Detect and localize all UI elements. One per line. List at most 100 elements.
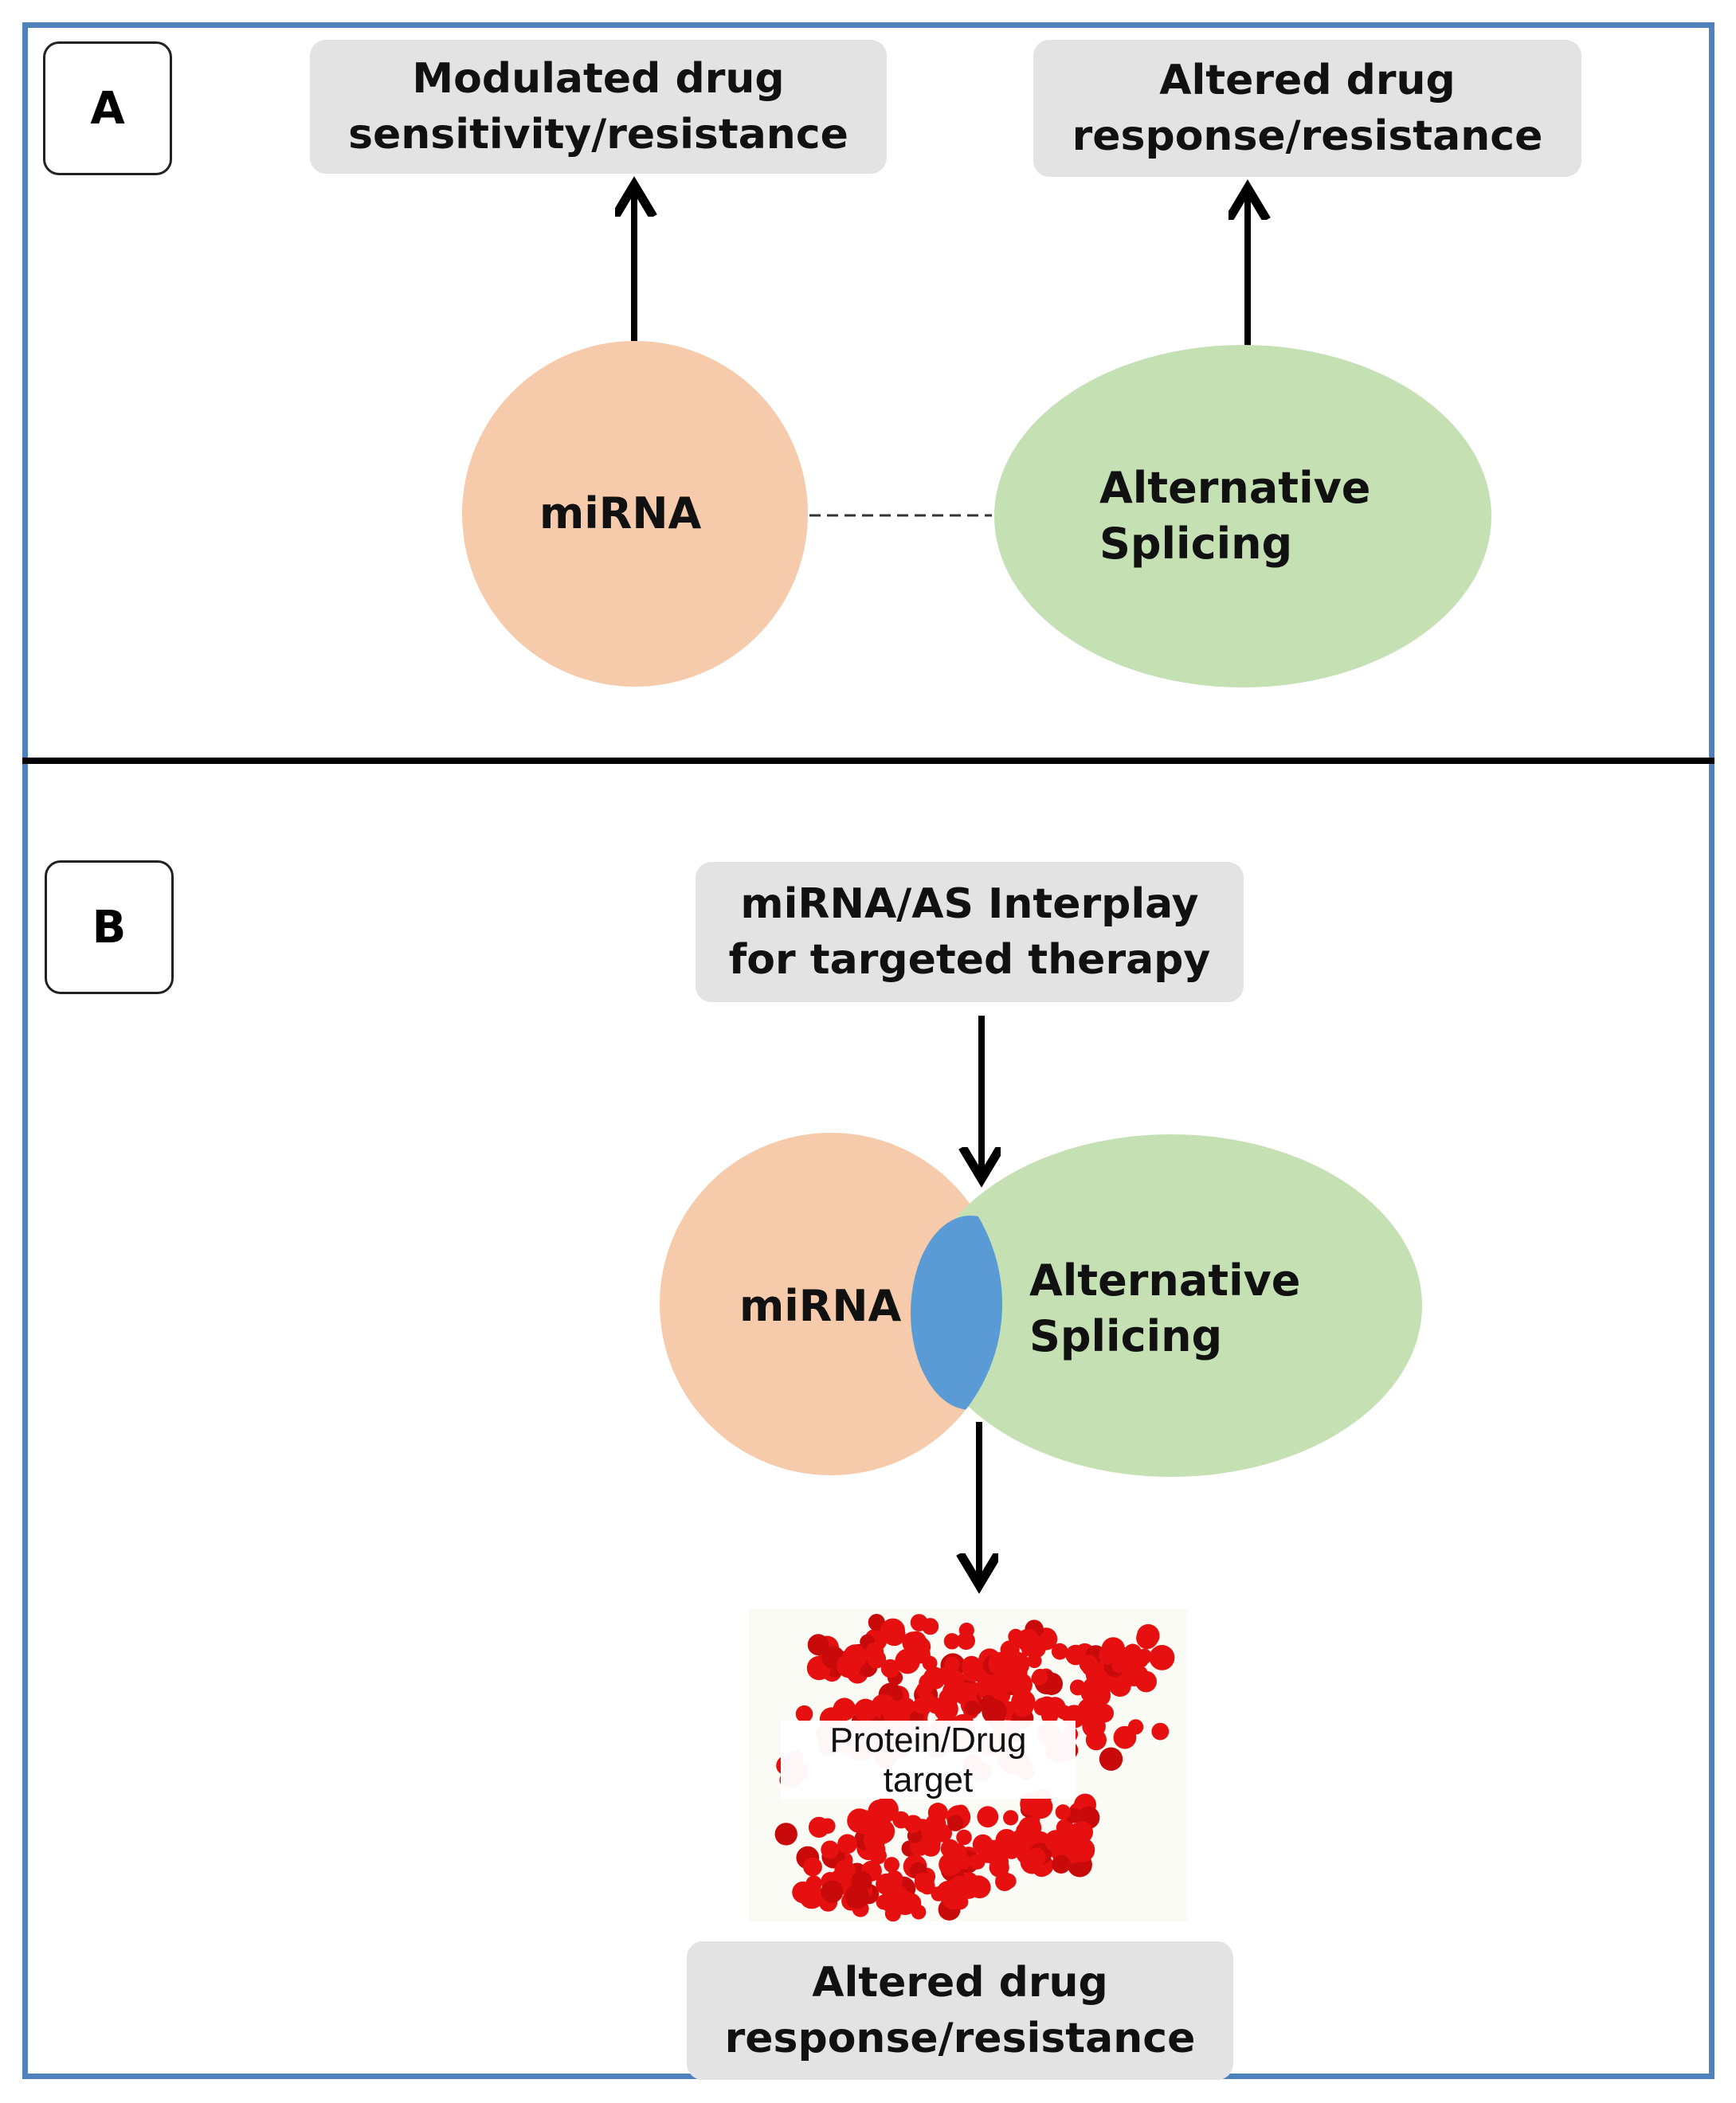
altered-drug-box-b: Altered drug response/resistance — [687, 1941, 1233, 2080]
protein-atom — [962, 1655, 982, 1676]
protein-atom — [884, 1857, 899, 1873]
protein-atom — [912, 1698, 929, 1714]
altered-drug-text-b: Altered drug response/resistance — [724, 1959, 1196, 2062]
protein-atom — [868, 1799, 892, 1824]
protein-atom — [1044, 1830, 1068, 1853]
protein-atom — [844, 1884, 870, 1909]
protein-atom — [821, 1880, 844, 1903]
protein-atom — [1011, 1695, 1034, 1717]
altered-drug-text-a: Altered drug response/resistance — [1072, 57, 1543, 160]
protein-atom — [902, 1631, 924, 1654]
altered-drug-box-a: Altered drug response/resistance — [1033, 40, 1581, 177]
protein-target-label: Protein/Drug target — [781, 1721, 1076, 1799]
protein-atom — [807, 1634, 829, 1656]
mirna-label-a: miRNA — [539, 488, 702, 538]
protein-atom — [989, 1857, 1009, 1878]
protein-atom — [1085, 1662, 1111, 1687]
protein-atom — [922, 1655, 938, 1671]
protein-atom — [964, 1700, 980, 1716]
protein-atom — [1003, 1810, 1019, 1826]
splicing-label-a: Alternative Splicing — [1099, 463, 1371, 569]
protein-atom — [1070, 1837, 1095, 1862]
interplay-box: miRNA/AS Interplay for targeted therapy — [696, 862, 1244, 1002]
protein-atom — [1029, 1795, 1053, 1819]
protein-atom — [882, 1700, 907, 1725]
panel-b-label: B — [45, 860, 174, 994]
protein-atom — [837, 1653, 861, 1678]
protein-atom — [956, 1829, 972, 1846]
protein-atom — [925, 1813, 946, 1835]
protein-atom — [1080, 1698, 1104, 1721]
splicing-ellipse-a — [994, 345, 1491, 687]
protein-atom — [947, 1815, 964, 1831]
protein-atom — [895, 1648, 920, 1674]
panel-divider — [22, 758, 1714, 764]
protein-atom — [821, 1840, 840, 1859]
protein-atom — [1001, 1873, 1017, 1890]
protein-atom — [837, 1834, 857, 1854]
protein-atom — [911, 1905, 927, 1920]
panel-a-label: A — [43, 41, 172, 175]
protein-atom — [1016, 1822, 1034, 1840]
protein-atom — [921, 1838, 941, 1857]
modulated-drug-box: Modulated drug sensitivity/resistance — [310, 40, 887, 174]
protein-atom — [955, 1854, 971, 1870]
protein-atom — [1149, 1645, 1175, 1670]
protein-atom — [914, 1873, 930, 1888]
protein-atom — [942, 1888, 964, 1910]
protein-atom — [1140, 1627, 1160, 1647]
protein-atom — [1055, 1804, 1072, 1820]
protein-atom — [1136, 1648, 1153, 1664]
protein-atom — [797, 1887, 815, 1905]
protein-atom — [915, 1682, 932, 1698]
protein-atom — [1071, 1821, 1093, 1844]
protein-atom — [1151, 1722, 1170, 1741]
protein-atom — [867, 1831, 886, 1850]
protein-atom — [795, 1705, 813, 1723]
protein-atom — [922, 1618, 939, 1635]
protein-atom — [1010, 1678, 1032, 1698]
modulated-drug-text: Modulated drug sensitivity/resistance — [348, 55, 848, 159]
protein-atom — [942, 1669, 964, 1690]
protein-atom — [1033, 1700, 1050, 1716]
protein-atom — [982, 1698, 1007, 1725]
protein-atom — [865, 1642, 884, 1661]
protein-atom — [1111, 1658, 1127, 1674]
splicing-label-b: Alternative Splicing — [1029, 1255, 1301, 1361]
protein-atom — [977, 1806, 999, 1828]
protein-atom — [892, 1811, 910, 1829]
protein-atom — [889, 1885, 908, 1904]
protein-atom — [868, 1614, 885, 1631]
protein-atom — [1051, 1643, 1068, 1660]
protein-atom — [968, 1876, 991, 1899]
interplay-text: miRNA/AS Interplay for targeted therapy — [728, 880, 1211, 984]
protein-atom — [820, 1818, 836, 1835]
protein-atom — [1005, 1651, 1030, 1675]
protein-atom — [1032, 1668, 1048, 1685]
protein-atom — [833, 1698, 856, 1721]
protein-atom — [854, 1698, 877, 1722]
protein-atom — [883, 1623, 906, 1647]
protein-atom — [958, 1623, 974, 1639]
protein-atom — [934, 1697, 958, 1721]
protein-atom — [943, 1633, 961, 1650]
protein-atom — [880, 1659, 900, 1678]
protein-atom — [1056, 1705, 1072, 1720]
mirna-circle-a — [462, 341, 808, 687]
protein-atom — [803, 1857, 822, 1877]
protein-atom — [774, 1823, 797, 1846]
protein-atom — [1052, 1854, 1071, 1874]
splicing-ellipse-b — [920, 1134, 1422, 1477]
mirna-circle-b — [660, 1133, 1002, 1475]
protein-atom — [992, 1685, 1007, 1700]
protein-atom — [988, 1652, 1013, 1676]
protein-atom — [1131, 1665, 1148, 1683]
mirna-label-b: miRNA — [739, 1281, 902, 1331]
protein-atom — [1109, 1674, 1131, 1698]
protein-atom — [1027, 1653, 1042, 1669]
protein-atom — [1026, 1847, 1046, 1867]
protein-atom — [1113, 1725, 1137, 1749]
protein-atom — [1028, 1639, 1046, 1659]
protein-atom — [1099, 1747, 1123, 1771]
protein-atom — [869, 1846, 887, 1865]
